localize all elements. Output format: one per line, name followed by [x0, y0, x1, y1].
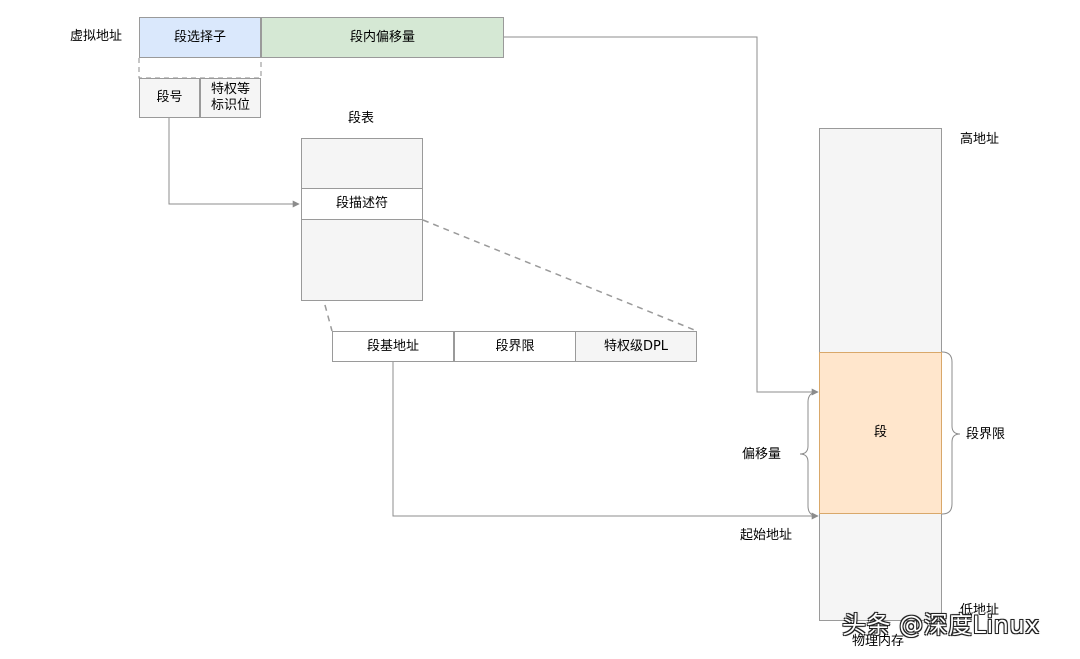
segment-number-box: 段号 — [139, 78, 200, 118]
low-address-label: 低地址 — [960, 603, 1000, 618]
segment-selector-box: 段选择子 — [139, 17, 261, 58]
segment-table-title: 段表 — [348, 111, 375, 126]
watermark: 头条 @深度Linux — [842, 611, 1040, 639]
expand-line-right — [422, 219, 698, 332]
segment-number-to-descriptor-arrow — [168, 118, 300, 208]
segment-descriptor-row: 段描述符 — [301, 188, 423, 220]
privilege-flag-box: 特权等 标识位 — [200, 78, 261, 118]
segment-limit-field: 段界限 — [454, 331, 576, 362]
dpl-field: 特权级DPL — [575, 331, 697, 362]
segment-limit-brace — [941, 351, 961, 515]
start-address-label: 起始地址 — [740, 528, 793, 543]
base-address-to-start-arrow — [392, 362, 819, 520]
base-address-field: 段基地址 — [332, 331, 454, 362]
high-address-label: 高地址 — [960, 132, 1000, 147]
virtual-address-label: 虚拟地址 — [70, 29, 123, 44]
offset-to-segment-arrow — [504, 36, 819, 396]
segment-offset-box: 段内偏移量 — [261, 17, 504, 58]
selector-split-bracket — [138, 58, 262, 79]
segment-limit-label: 段界限 — [966, 427, 1006, 442]
physical-memory-caption: 物理内存 — [852, 634, 905, 649]
offset-brace — [799, 391, 819, 517]
offset-label: 偏移量 — [742, 447, 782, 462]
segment-block: 段 — [819, 352, 942, 514]
